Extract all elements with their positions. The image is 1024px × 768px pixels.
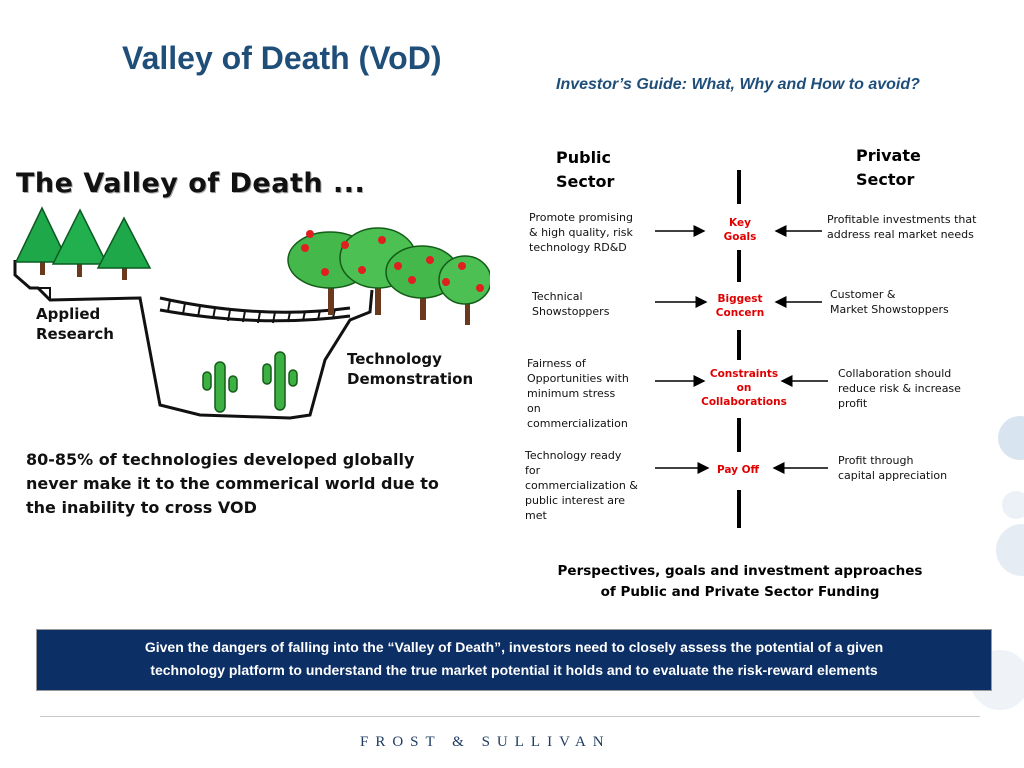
arrows bbox=[655, 225, 828, 474]
page-subtitle: Investor’s Guide: What, Why and How to a… bbox=[556, 76, 920, 93]
applied-research-label: Applied Research bbox=[36, 305, 114, 343]
technology-demonstration-label: Technology Demonstration bbox=[347, 350, 474, 388]
apple-trees bbox=[287, 227, 490, 325]
private-sector-header: Private Sector bbox=[856, 146, 921, 189]
valley-illustration bbox=[13, 206, 490, 420]
diagram-caption: Perspectives, goals and investment appro… bbox=[557, 563, 923, 600]
company-logo: FROST & SULLIVAN bbox=[360, 734, 611, 750]
summary-banner: Given the dangers of falling into the “V… bbox=[36, 629, 992, 691]
center-pay-off: Pay Off bbox=[716, 464, 760, 476]
footer-divider bbox=[40, 716, 980, 717]
bridge-planks bbox=[167, 299, 336, 324]
valley-heading: The Valley of Death ... bbox=[16, 168, 366, 199]
cactus-plants bbox=[202, 351, 298, 413]
statistic-text: 80-85% of technologies developed globall… bbox=[26, 450, 439, 517]
diagram-lines bbox=[655, 170, 828, 528]
private-biggest-concern: Customer &Market Showstoppers bbox=[830, 288, 949, 316]
pine-trees bbox=[14, 206, 152, 280]
public-sector-header: Public Sector bbox=[556, 148, 615, 191]
page-title: Valley of Death (VoD) bbox=[122, 40, 442, 76]
